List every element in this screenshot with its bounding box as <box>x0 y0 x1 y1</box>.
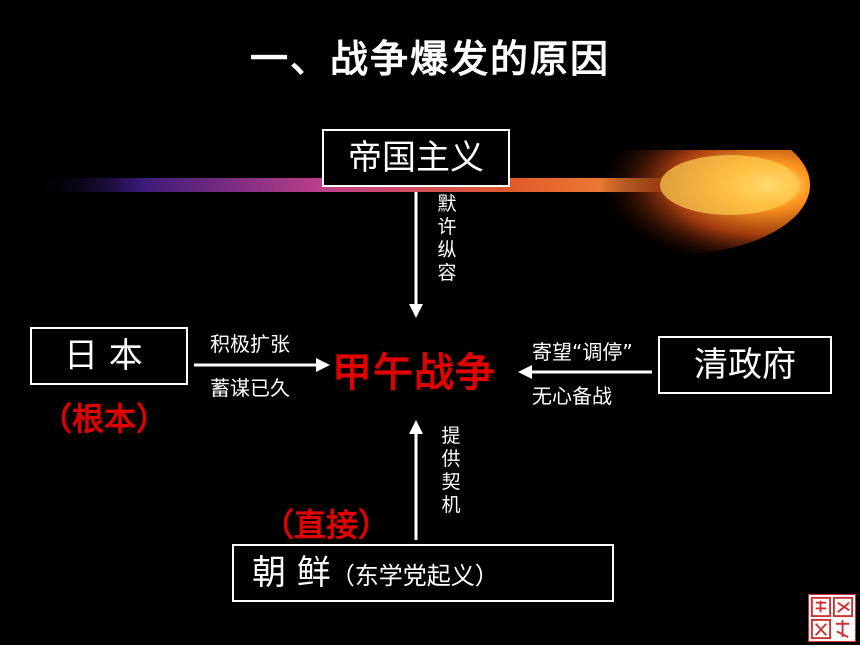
arrow-down-head <box>409 304 423 318</box>
korea-sub-label: （东学党起义） <box>330 562 499 590</box>
acquiesce-vertical-label: 默 许 纵 容 <box>437 193 457 284</box>
japan-root-label: （根本） <box>40 400 169 438</box>
qing-box: 清政府 <box>658 336 832 394</box>
qing-arrow-top-label: 寄望“调停” <box>532 340 633 364</box>
imperialism-box: 帝国主义 <box>322 129 510 187</box>
seal-logo-icon <box>808 594 856 642</box>
korea-direct-label: （直接） <box>262 506 391 544</box>
arrow-right-head <box>316 358 330 372</box>
korea-box: 朝 鲜（东学党起义） <box>232 544 614 602</box>
provide-vertical-label: 提 供 契 机 <box>441 425 461 516</box>
japan-box: 日 本 <box>30 327 188 385</box>
page-title: 一、战争爆发的原因 <box>249 37 610 81</box>
japan-arrow-top-label: 积极扩张 <box>210 332 290 356</box>
korea-label: 朝 鲜 <box>252 553 331 593</box>
war-center-label: 甲午战争 <box>332 350 496 396</box>
arrow-left-head <box>518 365 532 379</box>
japan-arrow-bottom-label: 蓄谋已久 <box>210 376 290 400</box>
qing-arrow-bottom-label: 无心备战 <box>532 384 612 408</box>
arrow-up-head <box>409 420 423 434</box>
